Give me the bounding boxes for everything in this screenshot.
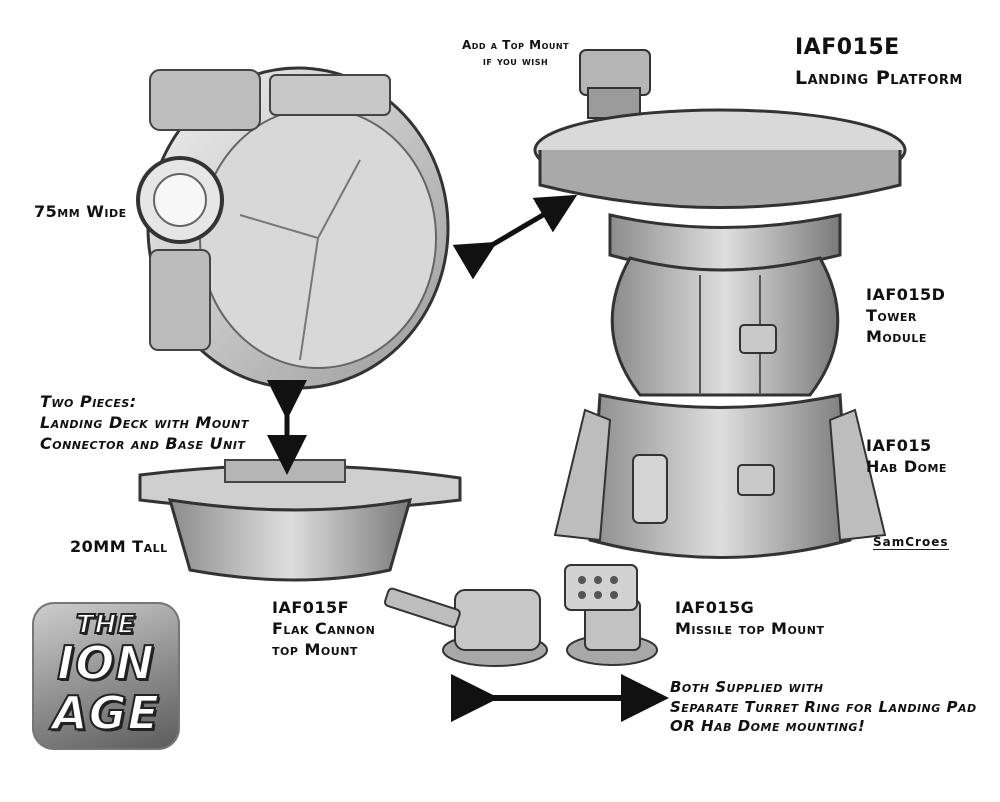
connection-arrow-top	[452, 194, 578, 280]
logo-line-1: THE	[75, 609, 137, 641]
tower-side-view	[533, 49, 907, 559]
missile-mount	[564, 564, 658, 666]
width-note: 75mm Wide	[34, 202, 127, 221]
flak-label: IAF015F Flak Cannon top Mount	[272, 598, 375, 660]
tower-name-line-1: Tower	[866, 305, 917, 325]
two-pieces-line-2: Landing Deck with Mount	[40, 412, 249, 432]
two-pieces-note: Two Pieces: Landing Deck with Mount Conn…	[40, 392, 249, 454]
artist-signature: SamCroes	[873, 535, 949, 550]
supply-note-line-1: Both Supplied with	[670, 678, 824, 696]
top-mount-note: Add a Top Mount if you wish	[462, 38, 569, 69]
flak-code: IAF015F	[272, 598, 350, 617]
flak-name-line-1: Flak Cannon	[272, 618, 376, 638]
flak-name-line-2: top Mount	[272, 639, 358, 659]
missile-code: IAF015G	[675, 598, 755, 617]
tower-name-line-2: Module	[866, 326, 927, 346]
tower-label: IAF015D Tower Module	[866, 285, 945, 347]
landing-deck-side-view	[138, 459, 462, 582]
ion-age-logo: THE ION AGE	[32, 602, 180, 750]
supply-note: Both Supplied with Separate Turret Ring …	[670, 678, 977, 737]
logo-line-3: AGE	[51, 685, 160, 741]
hab-name: Hab Dome	[866, 456, 947, 476]
flak-cannon-mount	[383, 587, 548, 667]
landing-deck-top-view	[136, 66, 450, 390]
height-note: 20MM Tall	[70, 537, 168, 556]
platform-name: Landing Platform	[795, 67, 963, 89]
hab-label: IAF015 Hab Dome	[866, 436, 947, 478]
platform-code: IAF015E	[795, 35, 900, 60]
two-pieces-line-3: Connector and Base Unit	[40, 433, 246, 453]
top-mount-note-line-2: if you wish	[482, 53, 549, 68]
tower-code: IAF015D	[866, 285, 946, 304]
missile-name: Missile top Mount	[675, 618, 825, 638]
hab-code: IAF015	[866, 436, 932, 455]
top-mount-note-line-1: Add a Top Mount	[462, 38, 570, 52]
supply-note-line-2: Separate Turret Ring for Landing Pad	[670, 697, 977, 716]
two-pieces-line-1: Two Pieces:	[40, 392, 137, 411]
logo-line-2: ION	[56, 635, 155, 691]
missile-label: IAF015G Missile top Mount	[675, 598, 824, 640]
supply-note-line-3: OR Hab Dome mounting!	[670, 717, 866, 735]
